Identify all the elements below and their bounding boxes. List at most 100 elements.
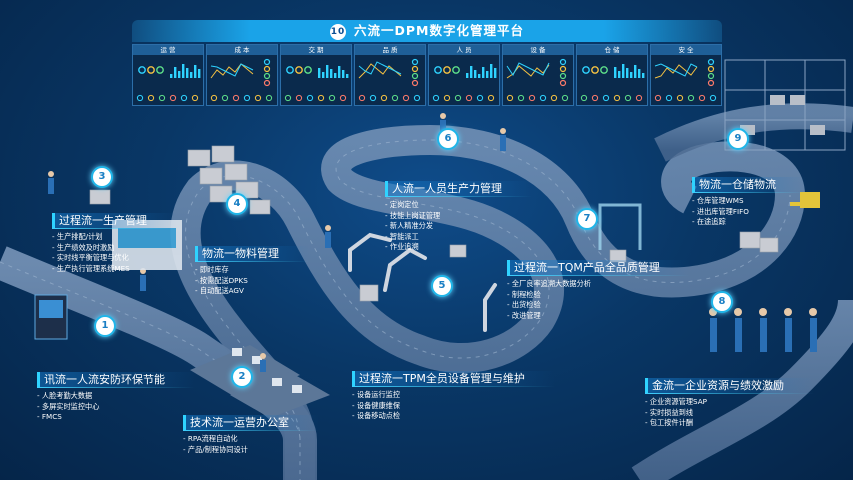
title-underline [645, 393, 814, 394]
mini-bar [626, 68, 629, 78]
status-dot [254, 94, 262, 102]
station-title: 物流一物料管理 [195, 246, 309, 261]
mini-bar [642, 73, 645, 78]
station-items: 仓库管理WMS 进出库管理FIFO 在途追踪 [692, 196, 806, 228]
status-dot [232, 94, 240, 102]
status-dot [698, 94, 706, 102]
station-pin-7[interactable]: 7 [576, 208, 598, 230]
panel-operations[interactable]: 运 营 [132, 44, 204, 106]
warehouse-racks [724, 59, 846, 151]
mini-dashboard-chart [580, 64, 645, 102]
station-item: 设备移动点检 [352, 411, 555, 422]
station-pin-6[interactable]: 6 [437, 128, 459, 150]
station-pin-8[interactable]: 8 [711, 291, 733, 313]
panel-equipment[interactable]: 设 备 [502, 44, 574, 106]
station-pin-3[interactable]: 3 [91, 166, 113, 188]
station-pin-4[interactable]: 4 [226, 193, 248, 215]
mini-line [210, 63, 254, 77]
title-underline [352, 386, 555, 387]
mini-bar [634, 65, 637, 78]
status-dot [506, 94, 514, 102]
panel-cost[interactable]: 成 本 [206, 44, 278, 106]
station-item: 出货检验 [507, 300, 690, 311]
panel-warehouse[interactable]: 仓 储 [576, 44, 648, 106]
station-pin-5[interactable]: 5 [431, 275, 453, 297]
status-dot [284, 94, 292, 102]
mini-bar [334, 73, 337, 78]
mini-line [654, 63, 698, 77]
gauge-ring [559, 65, 567, 73]
mini-bar [190, 72, 193, 78]
status-dot [687, 94, 695, 102]
gauge-ring [707, 65, 715, 73]
station-item: 人脸考勤大数据 [37, 391, 195, 402]
mini-line [210, 63, 254, 79]
panel-label: 安 全 [651, 45, 721, 55]
station-block-2: 技术流一运营办公室 RPA流程自动化 产品/制程协同设计 [183, 415, 319, 455]
mini-line [654, 64, 698, 79]
status-dot [306, 94, 314, 102]
mini-dashboard-chart [358, 58, 421, 102]
station-item: 在途追踪 [692, 217, 806, 228]
gauge-ring [707, 58, 715, 66]
station-pin-1[interactable]: 1 [94, 315, 116, 337]
banner-number: 10 [330, 24, 346, 40]
station-pin-2[interactable]: 2 [231, 366, 253, 388]
gauge-ring [707, 79, 715, 87]
gauge-ring [263, 72, 271, 80]
station-title: 人流一人员生产力管理 [385, 181, 532, 196]
status-dot [369, 94, 377, 102]
station-block-3: 过程流一生产管理 生产排配/计划 生产绩效及时激励 实时线平衡管理与优化 生产执… [52, 213, 177, 274]
mini-bar [198, 69, 201, 78]
mini-bar [178, 71, 181, 78]
gauge-ring [559, 58, 567, 66]
station-item: 仓库管理WMS [692, 196, 806, 207]
panel-safety[interactable]: 安 全 [650, 44, 722, 106]
station-item: 进出库管理FIFO [692, 207, 806, 218]
panel-quality[interactable]: 品 质 [354, 44, 426, 106]
status-dot [295, 94, 303, 102]
gauge-ring [263, 65, 271, 73]
gauge-ring [138, 66, 146, 74]
station-title: 过程流一TPM全员设备管理与维护 [352, 371, 555, 386]
mini-dashboard-chart [136, 64, 201, 102]
status-dot [709, 94, 717, 102]
mini-bar [186, 68, 189, 78]
gauge-ring [591, 66, 599, 74]
station-item: 包工按件计酬 [645, 418, 814, 429]
gauge-ring [156, 66, 164, 74]
title-underline [183, 430, 319, 431]
panel-personnel[interactable]: 人 员 [428, 44, 500, 106]
mini-bar [490, 64, 493, 78]
mini-bar [174, 67, 177, 78]
station-item: 自动配送AGV [195, 286, 309, 297]
gauge-ring [559, 72, 567, 80]
panel-delivery[interactable]: 交 期 [280, 44, 352, 106]
gauge-ring [263, 79, 271, 87]
conveyor-belt [0, 139, 791, 480]
panel-label: 设 备 [503, 45, 573, 55]
status-dot [591, 94, 599, 102]
robot-arm [348, 232, 497, 332]
mini-dashboard-chart [432, 64, 497, 102]
status-dot [539, 94, 547, 102]
mini-bar [330, 69, 333, 78]
status-dot [243, 94, 251, 102]
gauge-ring [411, 72, 419, 80]
status-dot [402, 94, 410, 102]
station-item: 实时线平衡管理与优化 [52, 253, 177, 264]
gauge-ring [434, 66, 442, 74]
title-underline [385, 196, 532, 197]
monitor-wall [34, 294, 68, 340]
station-pin-9[interactable]: 9 [727, 128, 749, 150]
status-dot [265, 94, 273, 102]
status-dot [210, 94, 218, 102]
mini-bar [638, 69, 641, 78]
gauge-ring [452, 66, 460, 74]
status-dot [380, 94, 388, 102]
station-item: 制程检验 [507, 290, 690, 301]
station-item: 生产绩效及时激励 [52, 243, 177, 254]
status-dot [169, 94, 177, 102]
status-dot [665, 94, 673, 102]
